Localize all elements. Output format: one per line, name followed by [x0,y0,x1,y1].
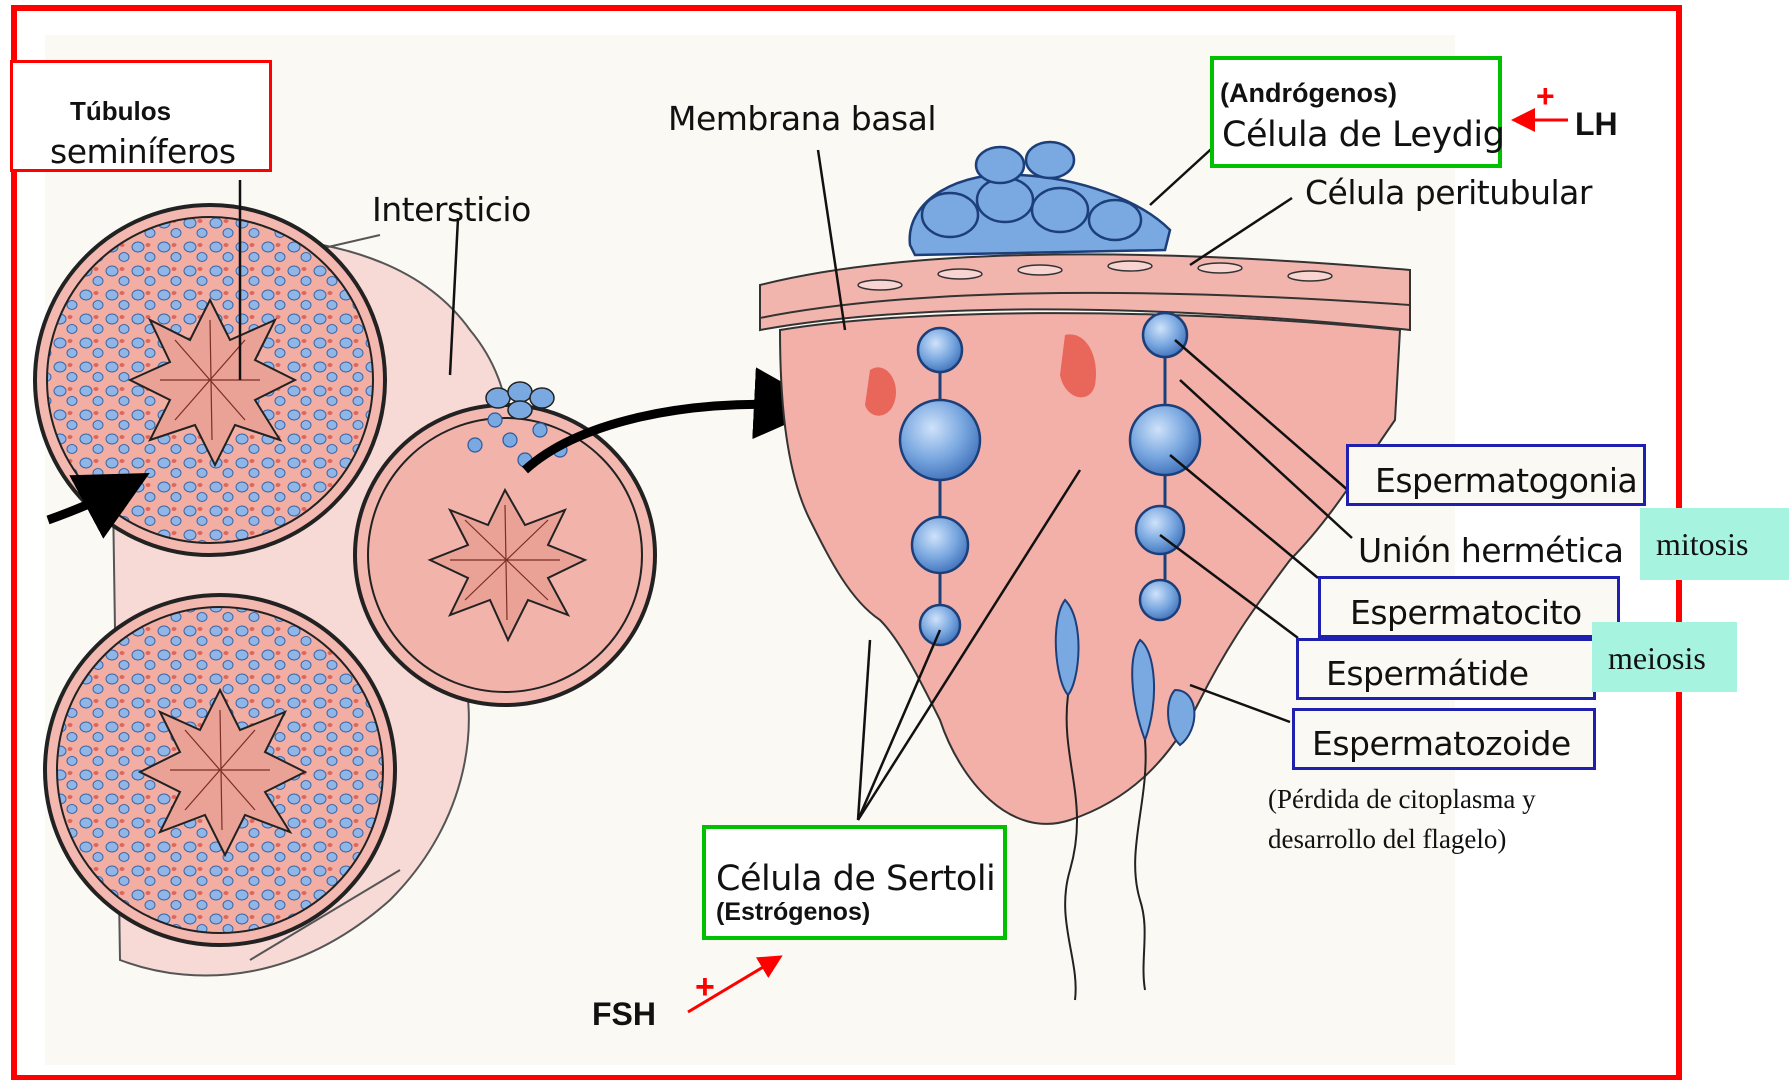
espermatogonia-label: Espermatogonia [1375,464,1637,497]
union-hermetica-label: Unión hermética [1358,534,1623,567]
meiosis-label: meiosis [1608,642,1706,674]
tubule-bottom-left [45,595,395,945]
intersticio-label: Intersticio [372,193,531,226]
membrana-basal-label: Membrana basal [668,102,936,135]
espermatozoide-label: Espermatozoide [1312,727,1571,760]
perdida-line1: (Pérdida de citoplasma y [1268,786,1536,813]
leydig-label: Célula de Leydig [1222,118,1504,153]
espermatocito-label: Espermatocito [1350,596,1582,629]
lh-label: LH [1575,108,1618,140]
mitosis-label: mitosis [1656,528,1748,560]
androgenos-label: (Andrógenos) [1220,80,1397,107]
tubulos-title: Túbulos [70,98,171,124]
sertoli-label: Célula de Sertoli [716,862,995,897]
peritubular-label: Célula peritubular [1305,176,1592,209]
fsh-plus: + [695,970,715,1004]
lh-plus: + [1536,80,1555,112]
perdida-line2: desarrollo del flagelo) [1268,826,1506,853]
fsh-label: FSH [592,998,656,1030]
espermatide-label: Espermátide [1326,657,1529,690]
tubulos-subtitle: seminíferos [50,135,236,168]
estrogenos-label: (Estrógenos) [716,900,870,925]
